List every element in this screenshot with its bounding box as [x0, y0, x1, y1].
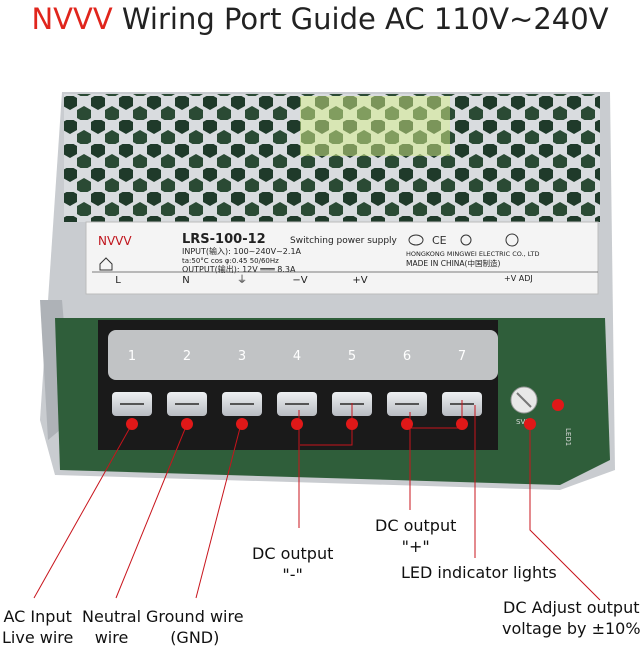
callout-dc-positive: DC output"+" [375, 516, 457, 556]
plate-type: Switching power supply [290, 236, 398, 246]
terminal-symbol: N [182, 275, 189, 286]
svg-text:CE: CE [432, 234, 447, 247]
terminal-symbol: L [115, 275, 121, 286]
plate-input: INPUT(输入): 100~240V~2.1A [182, 246, 302, 256]
led-pointer-dot [552, 399, 564, 411]
terminal-screw [277, 392, 317, 416]
label-plate [85, 221, 599, 295]
terminal-symbol: +V [352, 275, 367, 286]
pointer-dot [181, 418, 193, 430]
terminal-symbol: ⏚ [237, 274, 247, 286]
callout-ground: Ground wire(GND) [146, 607, 244, 647]
plate-specs: ta:50°C cos φ:0.45 50/60Hz [182, 257, 279, 265]
terminal-number: 1 [128, 349, 136, 364]
terminal-number: 5 [348, 349, 356, 364]
pointer-dot [401, 418, 413, 430]
pointer-dot [291, 418, 303, 430]
terminal-screw [112, 392, 152, 416]
pointer-dot [236, 418, 248, 430]
title-text: Wiring Port Guide AC 110V~240V [112, 2, 609, 36]
adjust-pointer-dot [524, 418, 536, 430]
terminal-number: 4 [293, 349, 301, 364]
terminal-screw [387, 392, 427, 416]
ccc-icon [408, 234, 424, 246]
terminal-screw [167, 392, 207, 416]
pointer-dot [126, 418, 138, 430]
page-title: NVVV Wiring Port Guide AC 110V~240V [0, 2, 640, 36]
ce-mark-icon: CE [432, 234, 447, 247]
callout-led-indicator: LED indicator lights [401, 563, 557, 582]
brand-name: NVVV [31, 2, 113, 36]
terminal-screw [222, 392, 262, 416]
led-marking: LED1 [564, 428, 572, 446]
terminal-symbol: −V [292, 275, 307, 286]
terminal-cover [108, 330, 498, 380]
plate-model: LRS-100-12 [182, 232, 266, 247]
pointer-dot [346, 418, 358, 430]
callout-lines [33, 400, 601, 601]
pointer-dot [456, 418, 468, 430]
terminal-number: 7 [458, 349, 466, 364]
plate-made-in: MADE IN CHINA(中国制造) [406, 258, 500, 268]
plate-adj: +V ADJ [504, 274, 533, 283]
safety-mark-icon [460, 234, 472, 246]
terminal-number: 3 [238, 349, 246, 364]
terminal-number: 2 [183, 349, 191, 364]
callout-dc-negative: DC output"-" [252, 544, 334, 584]
rohs-mark-icon [505, 233, 519, 247]
internal-transformer [300, 96, 450, 156]
plate-output: OUTPUT(输出): 12V ═══ 8.3A [182, 264, 296, 274]
terminal-number: 6 [403, 349, 411, 364]
plate-brand: NVVV [98, 234, 132, 248]
house-icon [99, 257, 113, 271]
plate-maker: HONGKONG MINGWEI ELECTRIC CO., LTD [406, 250, 540, 258]
